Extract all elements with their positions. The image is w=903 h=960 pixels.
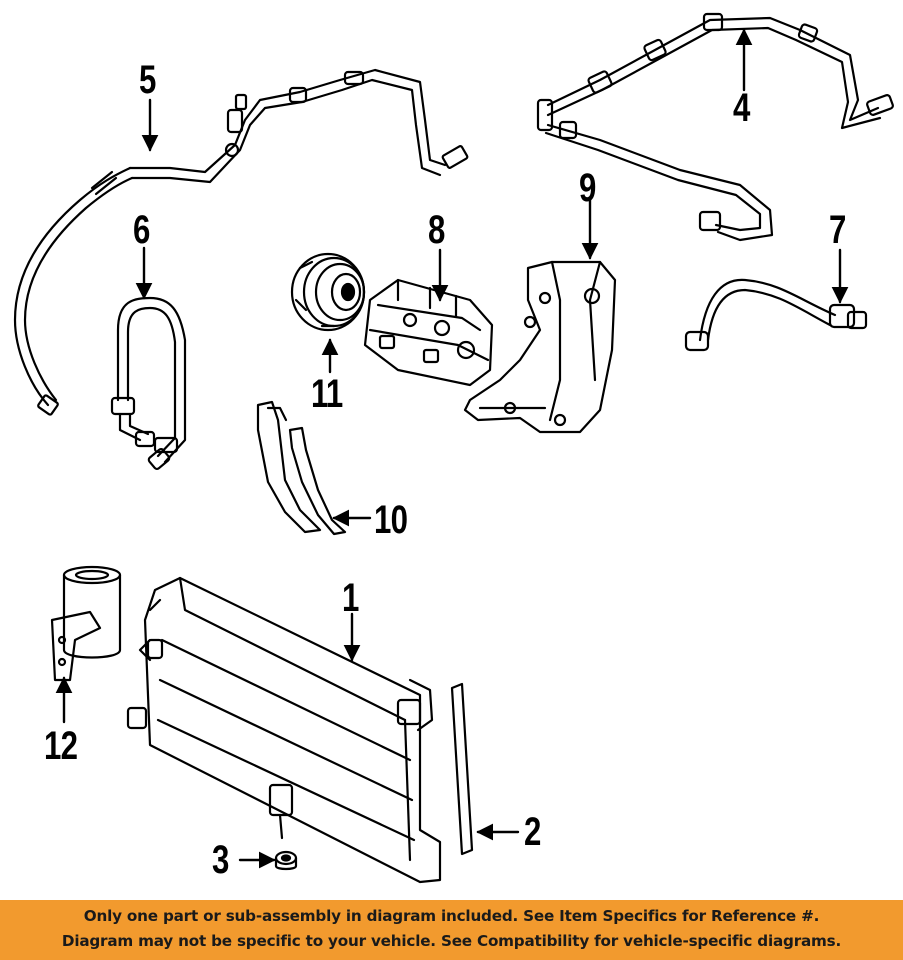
part-1-condenser — [126, 576, 442, 884]
disclaimer-line-2: Diagram may not be specific to your vehi… — [61, 932, 842, 950]
part-6-hose — [110, 296, 187, 471]
part-4-hose — [536, 12, 894, 242]
part-12-receiver-drier — [50, 565, 122, 682]
callout-12: 12 — [44, 724, 78, 768]
part-3-mount — [274, 850, 298, 871]
part-10-brackets — [256, 400, 347, 536]
ac-system-exploded-diagram — [13, 12, 894, 884]
leader-lines — [55, 28, 849, 869]
part-8-compressor — [363, 278, 494, 387]
part-11-clutch-pulley — [290, 252, 366, 332]
callout-3: 3 — [212, 838, 229, 882]
callout-6: 6 — [133, 208, 150, 252]
callout-4: 4 — [733, 86, 750, 130]
part-2-seal-strip — [450, 682, 474, 856]
callout-7: 7 — [829, 208, 846, 252]
callout-2: 2 — [524, 810, 541, 854]
callout-10: 10 — [374, 498, 408, 542]
part-9-bracket — [463, 260, 617, 434]
callout-9: 9 — [579, 166, 596, 210]
callout-8: 8 — [428, 208, 445, 252]
callout-1: 1 — [342, 576, 359, 620]
disclaimer-banner: Only one part or sub-assembly in diagram… — [0, 900, 903, 960]
part-7-hose — [684, 278, 868, 352]
disclaimer-line-1: Only one part or sub-assembly in diagram… — [83, 907, 820, 925]
callout-5: 5 — [139, 58, 156, 102]
callout-11: 11 — [311, 372, 343, 416]
part-5-hose-assembly — [13, 68, 469, 416]
